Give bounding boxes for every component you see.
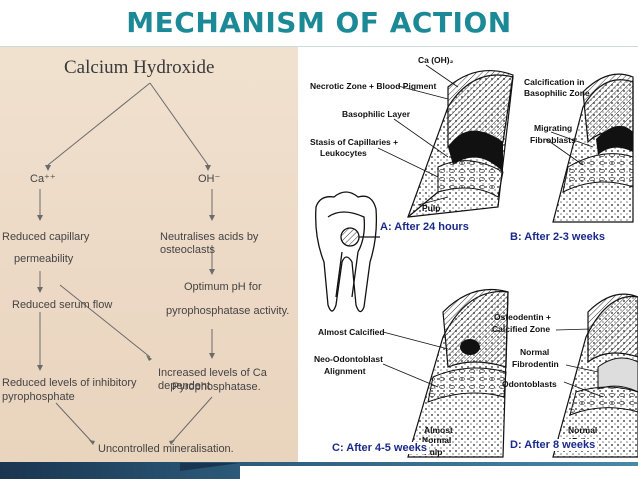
label-caoh2: Ca (OH)₂	[418, 55, 454, 65]
caption-b: B: After 2-3 weeks	[508, 231, 607, 243]
panel-b-drawing	[552, 73, 634, 223]
flowchart-outcome: Uncontrolled mineralisation.	[98, 443, 234, 455]
panel-a-drawing	[407, 69, 514, 218]
label-normal-c: Normal	[422, 435, 451, 445]
caption-c: C: After 4-5 weeks	[330, 442, 429, 454]
label-odontoblasts: Odontoblasts	[502, 379, 557, 389]
flowchart-root: Calcium Hydroxide	[64, 57, 215, 78]
histology-figure: Ca (OH)₂ Necrotic Zone + Blood Pigment B…	[298, 47, 638, 465]
label-migrating: Migrating	[534, 123, 572, 133]
title-divider	[0, 46, 638, 47]
panel-c-drawing	[407, 288, 509, 458]
label-fibroblasts: Fibroblasts	[530, 135, 576, 145]
left-step-2: permeability	[14, 253, 74, 265]
right-step-3: pyrophosphatase activity.	[166, 305, 290, 317]
label-almost-calcified: Almost Calcified	[318, 327, 385, 337]
flowchart-panel: Calcium Hydroxide Ca⁺⁺ OH⁻ Reduced capil…	[0, 47, 298, 465]
label-necrotic-zone: Necrotic Zone + Blood Pigment	[310, 81, 437, 91]
left-step-1: Reduced capillary	[2, 231, 90, 243]
panel-d-drawing	[552, 293, 638, 458]
label-normal-d: Normal	[520, 347, 549, 357]
slide-title: MECHANISM OF ACTION	[126, 6, 512, 39]
label-calcified-zone: Calcified Zone	[492, 324, 550, 334]
label-stasis-capillaries: Stasis of Capillaries +	[310, 137, 398, 147]
calcium-ion-label: Ca⁺⁺	[30, 173, 56, 185]
label-neo-odontoblast: Neo-Odontoblast	[314, 354, 383, 364]
label-alignment: Alignment	[324, 366, 366, 376]
right-step-1: Neutralises acids by osteoclasts	[160, 231, 259, 256]
label-normal-pulp-d: Normal	[568, 425, 597, 435]
label-fibrodentin: Fibrodentin	[512, 359, 559, 369]
left-step-3: Reduced serum flow	[12, 299, 113, 311]
label-pulp-a: Pulp	[422, 203, 440, 213]
label-almost: Almost	[424, 425, 453, 435]
caption-a: A: After 24 hours	[378, 221, 471, 233]
flowchart-arrows	[37, 82, 215, 445]
label-osteodentin: Osteodentin +	[494, 312, 551, 322]
hydroxyl-ion-label: OH⁻	[198, 173, 221, 185]
label-basophilic-layer: Basophilic Layer	[342, 109, 411, 119]
label-basophilic-zone: Basophilic Zone	[524, 88, 590, 98]
left-step-4: Reduced levels of inhibitory	[2, 377, 137, 389]
label-pulp-c: Pulp	[424, 447, 442, 457]
tooth-outline-drawing	[315, 191, 380, 313]
right-step-5: Pyrophosphatase.	[172, 381, 261, 393]
figure-drawing: Ca (OH)₂ Necrotic Zone + Blood Pigment B…	[310, 55, 638, 458]
right-step-4: Increased levels of Ca dependent	[158, 367, 267, 392]
caption-d: D: After 8 weeks	[508, 439, 598, 451]
footer-accent	[240, 466, 638, 479]
left-step-5: pyrophosphate	[2, 391, 75, 403]
footer-wedge	[180, 463, 240, 471]
label-calcification-in: Calcification in	[524, 77, 584, 87]
right-step-2: Optimum pH for	[184, 281, 262, 293]
label-leukocytes: Leukocytes	[320, 148, 367, 158]
